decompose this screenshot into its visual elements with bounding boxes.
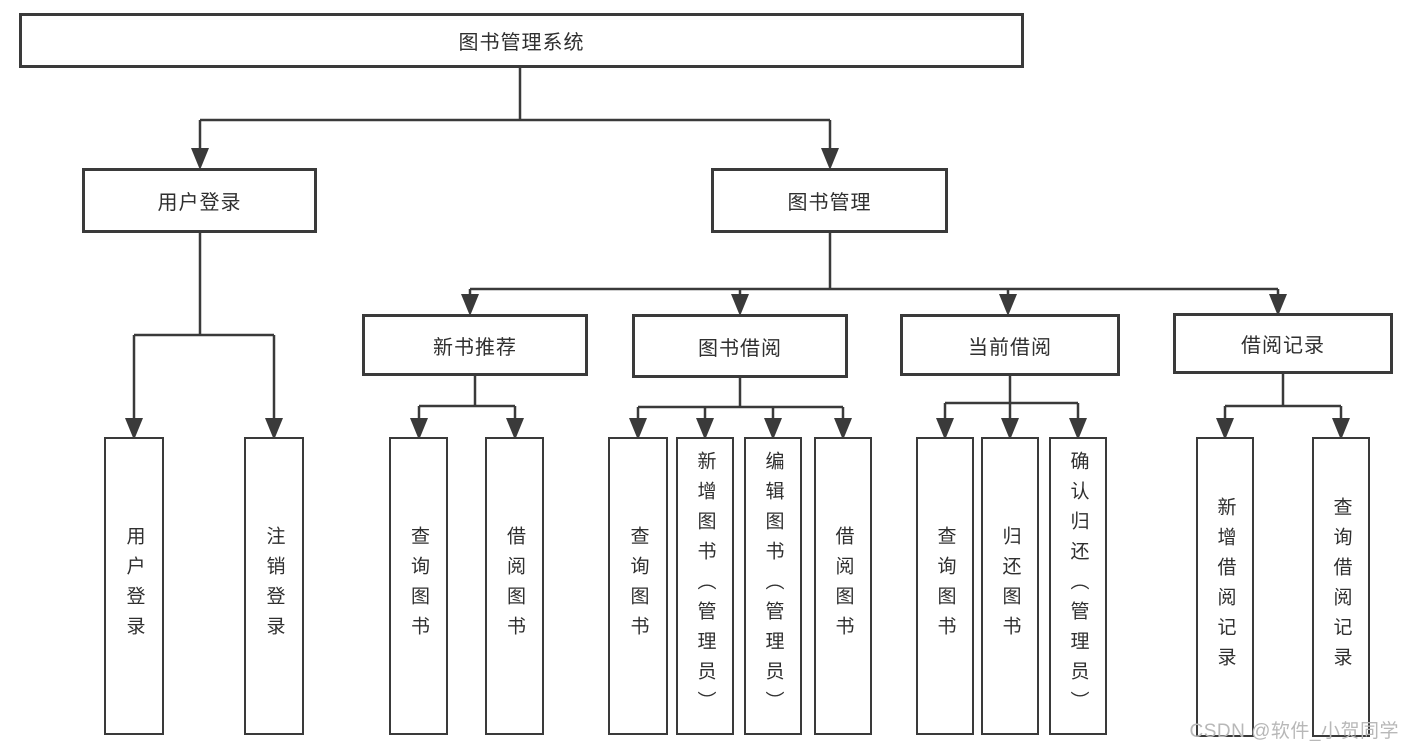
- connector-new-book-children: [417, 376, 517, 419]
- node-book-borrowing: 图书借阅: [632, 314, 848, 378]
- leaf-confirm-return-admin: 确认归还（管理员）: [1049, 437, 1107, 735]
- node-new-book-recommend: 新书推荐: [362, 314, 588, 376]
- leaf-borrow-book-recommend: 借阅图书: [485, 437, 544, 735]
- node-current-borrowing: 当前借阅: [900, 314, 1120, 376]
- leaf-query-book-recommend: 查询图书: [389, 437, 448, 735]
- connector-book-mgmt-to-level3: [468, 233, 1280, 296]
- connector-borrow-record-children: [1223, 374, 1343, 419]
- connector-current-borrow-children: [943, 376, 1080, 419]
- leaf-borrow-book: 借阅图书: [814, 437, 872, 735]
- leaf-return-book: 归还图书: [981, 437, 1039, 735]
- node-root-system: 图书管理系统: [19, 13, 1024, 68]
- node-book-management: 图书管理: [711, 168, 948, 233]
- connector-book-borrow-children: [636, 378, 845, 419]
- leaf-add-borrow-record: 新增借阅记录: [1196, 437, 1254, 737]
- leaf-edit-book-admin: 编辑图书（管理员）: [744, 437, 802, 735]
- leaf-query-book-borrow: 查询图书: [608, 437, 668, 735]
- node-user-login: 用户登录: [82, 168, 317, 233]
- leaf-query-borrow-record: 查询借阅记录: [1312, 437, 1370, 737]
- leaf-query-book-current: 查询图书: [916, 437, 974, 735]
- csdn-watermark: CSDN @软件_小贺同学: [1189, 721, 1399, 742]
- leaf-add-book-admin: 新增图书（管理员）: [676, 437, 734, 735]
- node-borrow-records: 借阅记录: [1173, 313, 1393, 374]
- connector-user-login-children: [132, 233, 276, 419]
- leaf-user-login: 用户登录: [104, 437, 164, 735]
- connector-root-to-level2: [198, 68, 832, 150]
- leaf-logout: 注销登录: [244, 437, 304, 735]
